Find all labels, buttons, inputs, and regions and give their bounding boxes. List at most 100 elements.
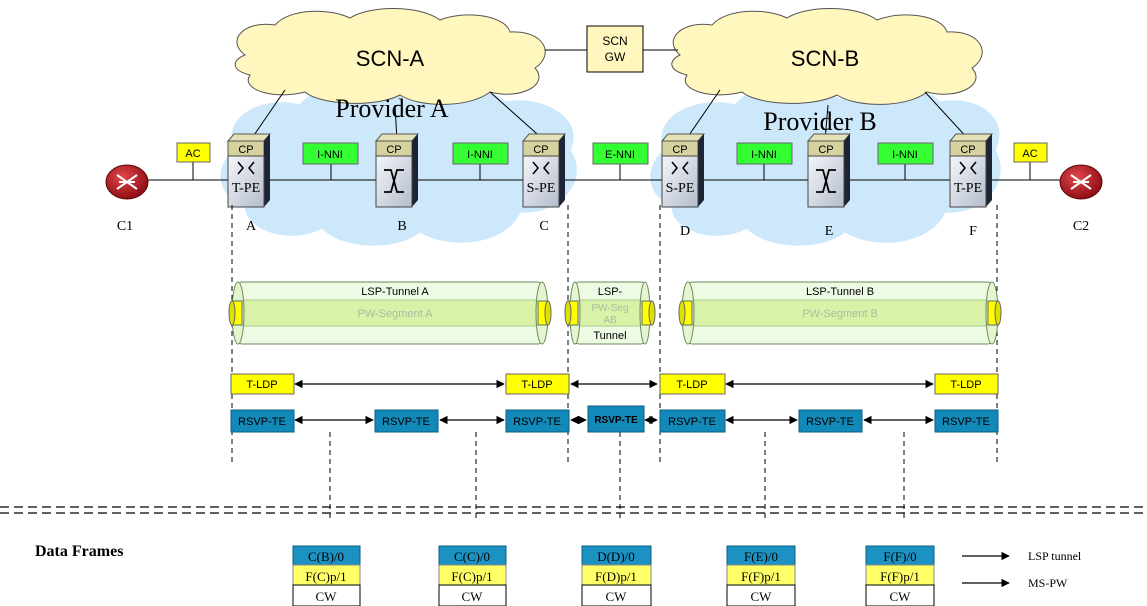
provider-b-label: Provider B: [763, 107, 876, 136]
node-c-label: C: [539, 219, 548, 234]
data-frame-4-bot: CW: [751, 589, 773, 604]
data-frame-3-mid: F(D)p/1: [595, 569, 637, 584]
tldp-box-d-text: T-LDP: [676, 379, 707, 391]
rsvp-box-d-text: RSVP-TE: [668, 416, 716, 428]
tunnel-ab-line1: LSP-: [598, 286, 623, 298]
tunnel-ab-seg1: PW-Seg: [591, 303, 628, 314]
scn-b-label: SCN-B: [791, 46, 859, 71]
data-frame-3: [581, 545, 652, 606]
data-frame-2: [438, 545, 507, 606]
node-d-type: S-PE: [666, 181, 695, 196]
rsvp-box-f: [934, 409, 999, 433]
enni-label: [592, 142, 649, 165]
rsvp-box-ab: [587, 405, 645, 433]
tldp-box-d: [659, 373, 726, 395]
scn-a-cloud: [234, 8, 546, 105]
rsvp-box-b: [374, 409, 439, 433]
inni-label-a2: [452, 142, 509, 165]
node-e-label: E: [825, 224, 834, 239]
node-f-label: F: [969, 224, 977, 239]
tunnel-b-segment: PW-Segment B: [802, 308, 878, 320]
tldp-box-a: [230, 373, 295, 395]
rsvp-box-d: [659, 409, 726, 433]
rsvp-box-c-text: RSVP-TE: [513, 416, 561, 428]
ac-label-right-text: AC: [1022, 148, 1037, 160]
node-a-type: T-PE: [232, 181, 260, 196]
data-frame-4: [726, 545, 796, 606]
lsp-tunnel-ab: [564, 281, 656, 345]
dashed-guides: [231, 205, 998, 520]
router-c2-icon: [1059, 164, 1103, 200]
tunnel-ab-line2: Tunnel: [593, 330, 626, 342]
tunnel-a-title: LSP-Tunnel A: [361, 286, 429, 298]
rsvp-box-a: [230, 409, 295, 433]
tldp-box-f: [934, 373, 999, 395]
data-frame-2-top: C(C)/0: [454, 549, 490, 564]
ac-label-right: [1013, 142, 1048, 163]
scn-gateway-label-1: SCN: [602, 34, 627, 48]
tldp-box-c: [505, 373, 570, 395]
tunnel-b-title: LSP-Tunnel B: [806, 286, 874, 298]
data-frame-5-bot: CW: [890, 589, 912, 604]
data-frame-2-bot: CW: [462, 589, 484, 604]
node-e-cp: CP: [818, 144, 833, 156]
data-frame-5-mid: F(F)p/1: [880, 569, 920, 584]
node-a-label: A: [246, 219, 257, 234]
node-b-label: B: [397, 219, 406, 234]
inni-label-a1: [302, 142, 359, 165]
lsp-tunnel-a: [228, 281, 552, 345]
ac-label-left: [176, 142, 211, 163]
legend-lsp-label: LSP tunnel: [1028, 549, 1082, 563]
data-frame-1: [292, 545, 361, 606]
data-frame-3-bot: CW: [606, 589, 628, 604]
customer-c1-label: C1: [117, 219, 133, 234]
data-frame-3-top: D(D)/0: [597, 549, 635, 564]
data-frame-4-top: F(E)/0: [744, 549, 778, 564]
scn-a-label: SCN-A: [356, 46, 425, 71]
data-frame-1-mid: F(C)p/1: [305, 569, 346, 584]
node-f: [948, 133, 994, 208]
tunnel-a-segment: PW-Segment A: [358, 308, 434, 320]
node-b-cp: CP: [386, 144, 401, 156]
customer-c2-label: C2: [1073, 219, 1089, 234]
rsvp-box-b-text: RSVP-TE: [382, 416, 430, 428]
enni-label-text: E-NNI: [605, 149, 635, 161]
node-d: [660, 133, 706, 208]
rsvp-box-f-text: RSVP-TE: [942, 416, 990, 428]
separator-line: [0, 506, 1147, 514]
inni-label-b2-text: I-NNI: [892, 149, 918, 161]
rsvp-box-ab-text: RSVP-TE: [594, 415, 638, 426]
data-frame-1-top: C(B)/0: [308, 549, 344, 564]
data-frame-2-mid: F(C)p/1: [451, 569, 492, 584]
inni-label-a1-text: I-NNI: [317, 149, 343, 161]
inni-label-b1-text: I-NNI: [751, 149, 777, 161]
data-frame-5-top: F(F)/0: [883, 549, 916, 564]
tldp-box-f-text: T-LDP: [950, 379, 981, 391]
inni-label-b2: [877, 142, 934, 165]
data-frame-5: [865, 545, 935, 606]
inni-label-a2-text: I-NNI: [467, 149, 493, 161]
inni-label-b1: [736, 142, 793, 165]
ac-label-left-text: AC: [185, 148, 200, 160]
node-c: [521, 133, 567, 208]
scn-b-cloud: [671, 8, 983, 105]
node-f-cp: CP: [960, 144, 975, 156]
data-frames-title: Data Frames: [35, 543, 123, 560]
tldp-box-a-text: T-LDP: [246, 379, 277, 391]
node-c-type: S-PE: [527, 181, 556, 196]
rsvp-box-a-text: RSVP-TE: [238, 416, 286, 428]
tunnel-ab-seg2: AB: [603, 315, 617, 326]
node-c-cp: CP: [533, 144, 548, 156]
data-frame-1-bot: CW: [316, 589, 338, 604]
provider-a-label: Provider A: [335, 94, 449, 123]
legend-mspw-label: MS-PW: [1028, 576, 1068, 590]
rsvp-box-e: [798, 409, 863, 433]
scn-gateway-box: [586, 25, 644, 73]
rsvp-box-e-text: RSVP-TE: [806, 416, 854, 428]
scn-gateway-label-2: GW: [605, 50, 626, 64]
node-d-label: D: [680, 224, 690, 239]
tldp-box-c-text: T-LDP: [521, 379, 552, 391]
node-b: [374, 133, 420, 208]
node-a: [226, 133, 272, 208]
router-c1-icon: [105, 164, 149, 200]
